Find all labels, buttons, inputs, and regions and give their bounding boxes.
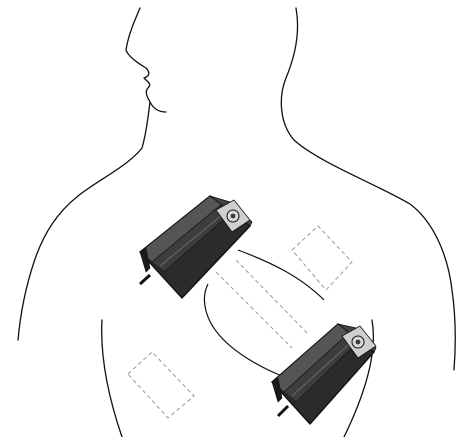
left-neck-shoulder [18,102,150,340]
alignment-line-a [216,272,292,348]
face-profile [126,8,166,112]
upper-device [140,196,252,298]
alignment-line-b [236,260,308,334]
left-torso-side [102,320,122,437]
right-neck-shoulder [281,8,455,370]
placement-pad-lower-left [128,352,194,418]
connecting-cable [204,284,282,376]
lower-device [272,324,376,424]
